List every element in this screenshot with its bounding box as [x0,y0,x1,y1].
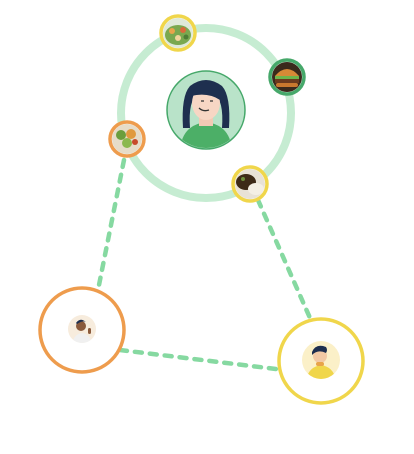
salad-plate-icon[interactable] [108,120,146,158]
man-waving-avatar-icon[interactable] [38,286,126,374]
burger-icon[interactable] [268,58,306,96]
connectors [95,157,313,373]
rice-curry-bowl-icon[interactable] [231,165,269,203]
salad-bowl-icon[interactable] [159,14,197,52]
connector-hub-to-left-peer [95,157,127,293]
boy-eating-avatar-icon[interactable] [277,317,365,405]
connector-hub-to-right-peer [255,197,313,321]
connector-left-to-right-peer [117,347,287,373]
woman-avatar-icon[interactable] [166,70,246,150]
hub-ring [117,24,295,202]
